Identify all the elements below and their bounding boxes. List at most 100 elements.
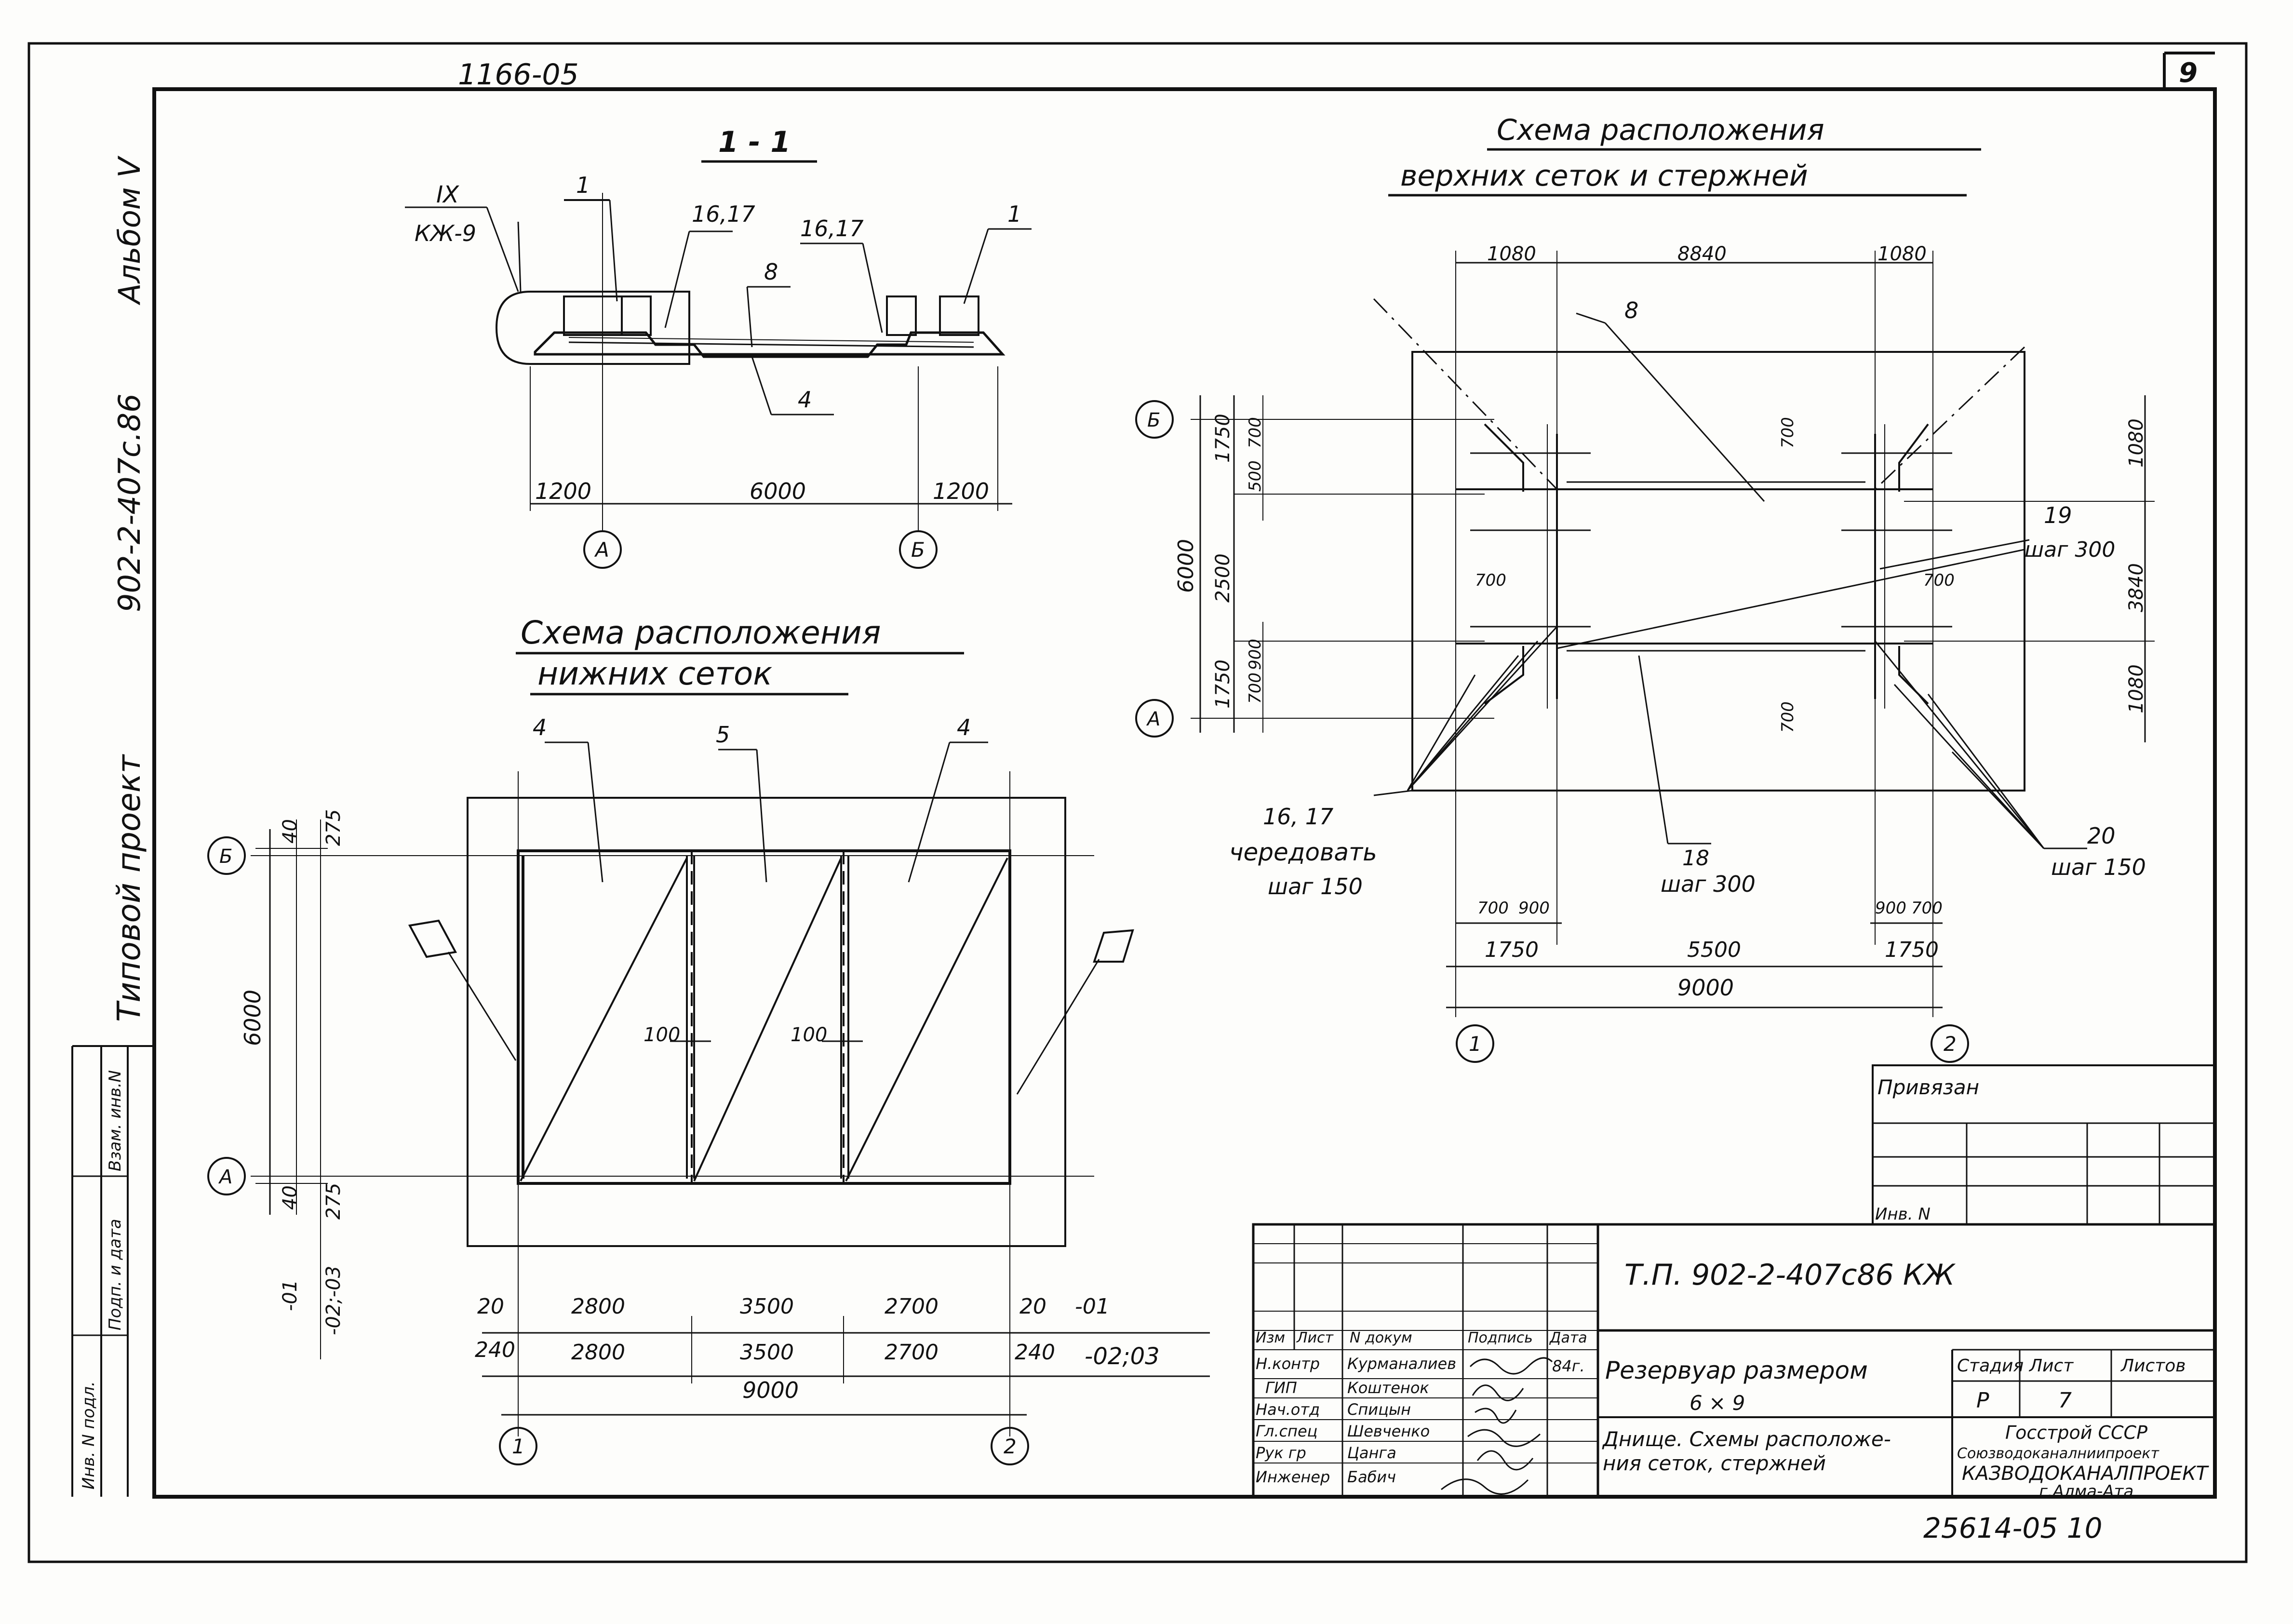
tb-name-6: Бабич — [1347, 1468, 1396, 1486]
upper-bottom-small-1: 700 — [1477, 899, 1509, 918]
lower-row2-1: 240 — [475, 1338, 515, 1362]
lower-row2-3: 3500 — [740, 1340, 794, 1365]
upper-bottom-dim-2: 5500 — [1687, 938, 1741, 962]
section-axis-a: А — [594, 538, 609, 562]
upper-inner-dim-4: 700 — [1778, 701, 1797, 733]
tb-role-1: Н.контр — [1256, 1355, 1320, 1373]
tb-org-4: г.Алма-Ата — [2039, 1482, 2133, 1501]
lower-row1-6: -01 — [1075, 1294, 1110, 1319]
upper-step-18: шаг 300 — [1661, 871, 1756, 897]
footer-number: 25614-05 10 — [1923, 1512, 2102, 1544]
upper-bottom-small-2: 900 — [1518, 899, 1550, 918]
lower-axis-a: А — [218, 1166, 232, 1188]
upper-top-dim-1: 1080 — [1487, 243, 1536, 265]
tb-sheet-title-1: Днище. Схемы расположе- — [1602, 1427, 1891, 1451]
tb-name-4: Шевченко — [1347, 1422, 1430, 1440]
tb-head-2: Лист — [1296, 1329, 1334, 1346]
lower-title-1: Схема расположения — [521, 614, 881, 651]
upper-left-dim-7: 700 — [1246, 672, 1265, 704]
tb-org-3: КАЗВОДОКАНАЛПРОЕКТ — [1962, 1463, 2210, 1485]
upper-mark-18: 18 — [1682, 846, 1709, 871]
lower-left-dim-3: 6000 — [240, 990, 266, 1046]
stamp-col-2: Подп. и дата — [106, 1219, 125, 1330]
upper-left-dim-6: 1750 — [1212, 659, 1234, 709]
archive-number: 1166-05 — [458, 58, 579, 92]
section-label-1: 1 — [576, 172, 590, 198]
upper-left-dim-8: 900 — [1246, 639, 1265, 670]
upper-mark-19: 19 — [2044, 502, 2072, 528]
section-label-3: 16,17 — [800, 215, 864, 242]
upper-mark-20: 20 — [2087, 823, 2116, 849]
upper-bottom-dim-3: 1750 — [1885, 938, 1939, 962]
upper-bottom-small-4: 700 — [1911, 899, 1943, 918]
upper-inner-dim-3: 700 — [1923, 571, 1955, 590]
section-label-4: 8 — [764, 259, 778, 285]
tb-name-3: Спицын — [1347, 1400, 1411, 1419]
upper-bottom-dim-1: 1750 — [1485, 938, 1539, 962]
upper-axis-a: А — [1146, 708, 1160, 730]
section-label-2: 16,17 — [692, 201, 755, 227]
tb-object-2: 6 × 9 — [1690, 1391, 1745, 1415]
upper-inner-dim-2: 700 — [1475, 571, 1506, 590]
upper-step-1617: шаг 150 — [1268, 873, 1363, 899]
sheet-frame — [27, 42, 2248, 1563]
upper-axis-2: 2 — [1944, 1032, 1957, 1056]
tb-head-1: Изм — [1256, 1329, 1285, 1346]
binding-title: Привязан — [1877, 1075, 1979, 1099]
tb-org-2: Союзводоканалниипроект — [1957, 1445, 2160, 1462]
upper-alt-1617: чередовать — [1229, 838, 1377, 866]
upper-title-2: верхних сеток и стержней — [1400, 159, 1808, 193]
tb-name-1: Курманалиев — [1347, 1355, 1456, 1373]
stamp-col-3: Взам. инв.N — [106, 1070, 125, 1171]
section-label-6: 4 — [798, 387, 812, 413]
section-1-1 — [405, 160, 1032, 569]
tb-head-3: N докум — [1350, 1329, 1412, 1346]
lower-mesh-scheme — [207, 652, 1210, 1465]
section-title: 1 - 1 — [718, 125, 791, 159]
side-album: Альбом V — [112, 155, 147, 306]
lower-total: 9000 — [742, 1377, 799, 1403]
upper-axis-b: Б — [1147, 409, 1160, 431]
lower-mark-1: 4 — [533, 714, 547, 740]
tb-role-3: Нач.отд — [1256, 1400, 1320, 1419]
upper-axis-1: 1 — [1469, 1032, 1482, 1056]
tb-stage-val-1: Р — [1976, 1388, 1989, 1413]
side-project-code: 902-2-407с.86 — [112, 393, 147, 612]
lower-notch-2: 100 — [791, 1024, 827, 1046]
lower-row1-4: 2700 — [885, 1294, 939, 1319]
tb-object-1: Резервуар размером — [1605, 1356, 1868, 1384]
lower-row1-3: 3500 — [740, 1294, 794, 1319]
upper-left-dim-2: 700 — [1246, 417, 1265, 448]
section-dim-2: 6000 — [750, 478, 806, 504]
tb-role-5: Рук гр — [1256, 1444, 1306, 1462]
lower-axis-b: Б — [219, 846, 232, 868]
tb-date: 84г. — [1552, 1357, 1585, 1375]
lower-left-dim-2: 275 — [322, 809, 345, 846]
section-label-5: 1 — [1007, 201, 1021, 227]
tb-head-4: Подпись — [1468, 1329, 1533, 1346]
lower-mark-2: 5 — [716, 722, 730, 748]
lower-axis-1: 1 — [512, 1435, 525, 1458]
tb-role-4: Гл.спец — [1256, 1422, 1317, 1440]
tb-name-5: Цанга — [1347, 1444, 1396, 1462]
lower-left-dim-1: 40 — [279, 819, 301, 844]
upper-mark-1617: 16, 17 — [1263, 804, 1333, 830]
upper-total: 9000 — [1677, 975, 1734, 1001]
upper-mesh-scheme — [1135, 148, 2155, 1063]
lower-left-dim-6: -01 — [279, 1280, 301, 1311]
upper-left-dim-3: 500 — [1246, 460, 1265, 492]
tb-stage-val-2: 7 — [2058, 1388, 2072, 1413]
lower-notch-1: 100 — [644, 1024, 680, 1046]
upper-mark-8: 8 — [1624, 297, 1638, 323]
side-project-label: Типовой проект — [110, 753, 148, 1022]
section-axis-b: Б — [911, 538, 925, 562]
stamp-col-1: Инв. N подл. — [79, 1381, 98, 1490]
lower-row2-2: 2800 — [571, 1340, 625, 1365]
upper-right-dim-3: 1080 — [2125, 664, 2147, 713]
section-dim-1: 1200 — [535, 478, 591, 504]
lower-row2-4: 2700 — [885, 1340, 939, 1365]
lower-mark-3: 4 — [957, 714, 971, 740]
tb-stage-head-2: Лист — [2028, 1356, 2074, 1376]
upper-step-19: шаг 300 — [2025, 537, 2115, 562]
section-callout-ref: КЖ-9 — [415, 220, 476, 246]
